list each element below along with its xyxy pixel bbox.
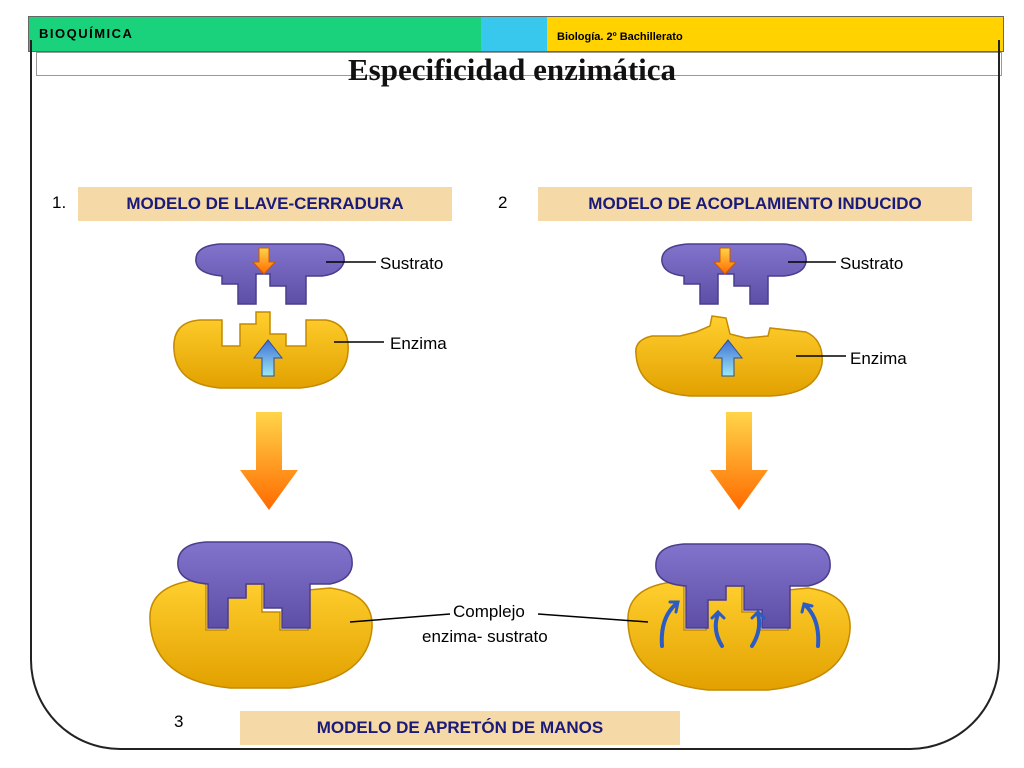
model-1-label: MODELO DE LLAVE-CERRADURA	[78, 187, 452, 221]
title-underline-box	[36, 52, 1002, 76]
model-2-number: 2	[498, 193, 508, 212]
slide-frame	[30, 40, 1000, 750]
header-cyan-section	[481, 17, 547, 51]
model-1-substrate-arrow-icon	[251, 247, 277, 275]
model-2-enzyme-label: Enzima	[850, 349, 907, 368]
model-1-number: 1.	[52, 193, 67, 212]
model-2-label: MODELO DE ACOPLAMIENTO INDUCIDO	[538, 187, 972, 221]
model-1-enzyme-arrow-icon	[252, 339, 284, 377]
model-2-enzyme-arrow-icon	[712, 339, 744, 377]
page-title: Especificidad enzimática	[347, 52, 677, 87]
model-3-label: MODELO DE APRETÓN DE MANOS	[240, 711, 680, 745]
induced-fit-arrows-icon	[659, 600, 821, 648]
complex-callout-line-left	[349, 613, 451, 623]
complex-label-line2: enzima- sustrato	[422, 627, 548, 646]
header-course: Biología. 2º Bachillerato	[557, 31, 683, 43]
model-1-complex-substrate	[177, 541, 353, 629]
complex-callout-line-right	[537, 613, 649, 623]
model-1-substrate	[195, 243, 345, 305]
model-2-substrate	[661, 243, 807, 305]
model-3-number: 3	[174, 712, 184, 731]
model-1-complex-enzyme	[149, 579, 373, 689]
model-1-substrate-label: Sustrato	[380, 254, 444, 273]
model-2-substrate-arrow-icon	[712, 247, 738, 275]
model-1-down-arrow-icon	[240, 412, 298, 510]
complex-label-line1: Complejo	[453, 602, 525, 621]
model-2-complex-substrate	[655, 543, 831, 629]
header-subject: BIOQUÍMICA	[39, 26, 134, 41]
model-2-substrate-label: Sustrato	[840, 254, 904, 273]
model-1-enzyme-label: Enzima	[390, 334, 447, 353]
model-2-down-arrow-icon	[710, 412, 768, 510]
